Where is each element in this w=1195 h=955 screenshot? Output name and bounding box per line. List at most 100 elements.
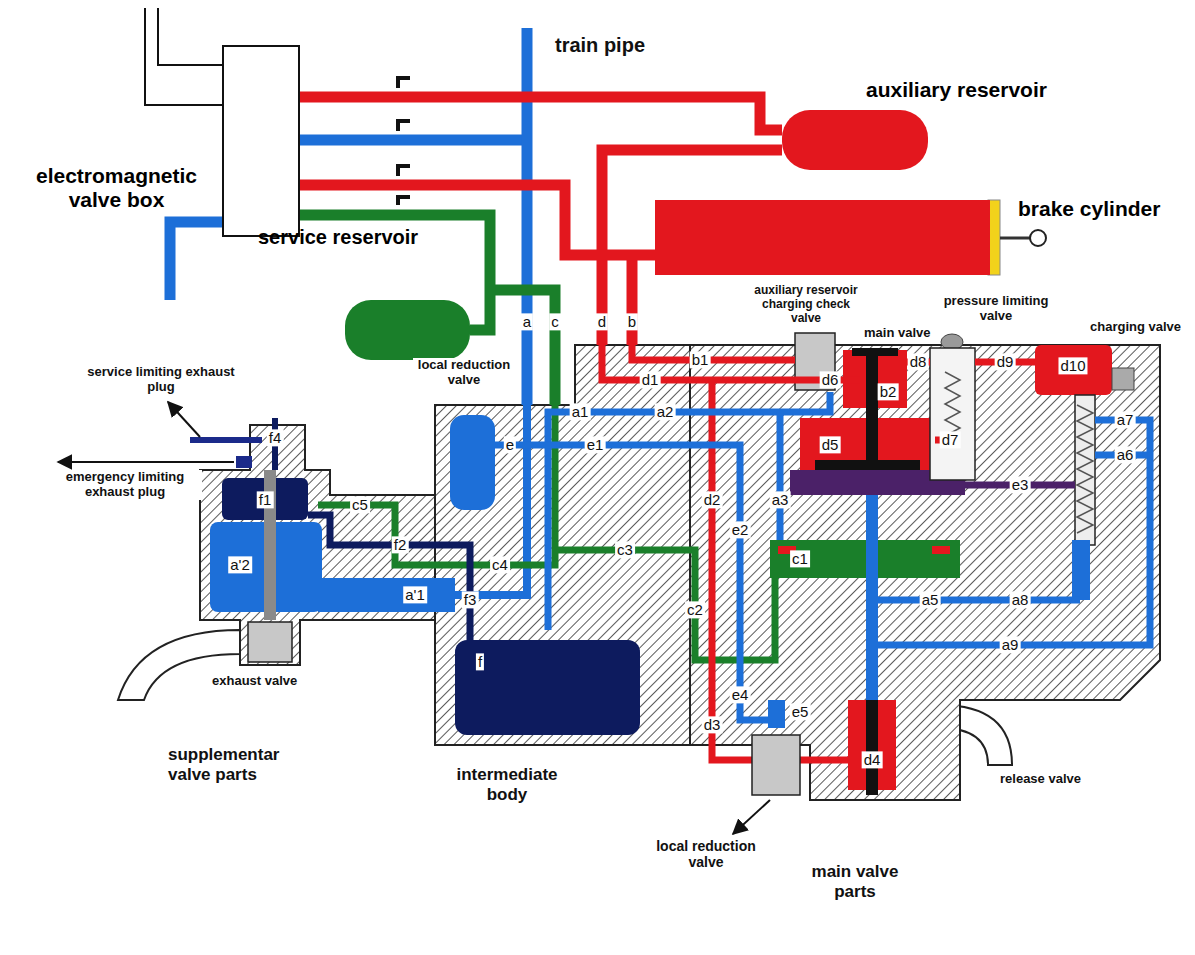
port-mark <box>398 197 410 205</box>
reservoir-pipe <box>602 345 860 380</box>
train-pipe-branch <box>300 135 527 146</box>
part-name: exhaust valve <box>212 674 297 689</box>
emergency-plug <box>236 456 252 468</box>
part-name: service limiting exhaust plug <box>80 365 242 395</box>
seal <box>932 546 950 554</box>
leader-arrow <box>58 461 234 463</box>
callout-label: c4 <box>490 556 510 573</box>
blue-channel <box>878 597 1080 604</box>
main-stem <box>866 348 878 470</box>
callout-label: a <box>521 313 533 330</box>
callout-label: e3 <box>1010 476 1031 493</box>
port-mark <box>398 166 410 176</box>
part-name: auxiliary reservoir charging check valve <box>752 284 860 325</box>
reservoir-pipe <box>602 150 782 345</box>
callout-label: d5 <box>820 436 841 453</box>
part-name: train pipe <box>555 34 645 57</box>
train-pipe-branch <box>170 222 222 300</box>
callout-label: a3 <box>770 491 791 508</box>
seal <box>778 546 796 554</box>
valve-stem <box>264 470 276 620</box>
callout-label: f <box>476 653 484 670</box>
red-channel <box>712 380 850 760</box>
callout-label: d9 <box>995 353 1016 370</box>
part-name: main valve parts <box>798 862 912 901</box>
release-stem <box>866 700 878 795</box>
blue-channel <box>777 412 784 540</box>
callout-label: a5 <box>920 591 941 608</box>
part-name: emergency limiting exhaust plug <box>48 470 202 500</box>
callout-label: f3 <box>462 591 479 608</box>
callout-label: d8 <box>908 353 929 370</box>
piston-rod <box>1000 237 1030 240</box>
red-channel <box>905 362 1035 440</box>
callout-label: e1 <box>585 436 606 453</box>
charging-button <box>1112 368 1134 390</box>
callout-label: e2 <box>730 521 751 538</box>
callout-label: f1 <box>257 491 274 508</box>
part-name: intermediate body <box>445 765 569 804</box>
callout-label: d4 <box>862 751 883 768</box>
callout-label: a9 <box>1000 636 1021 653</box>
navy-channel <box>272 418 278 470</box>
callout-label: b2 <box>878 383 899 400</box>
reduction-valve-body <box>752 735 800 795</box>
callout-label: d2 <box>702 491 723 508</box>
valve-box: electromagnetic valve box <box>222 45 300 237</box>
callout-label: a6 <box>1115 446 1136 463</box>
callout-label: c2 <box>685 601 705 618</box>
blue-channel <box>878 420 1150 645</box>
leader-arrow <box>733 800 770 834</box>
port-mark <box>398 121 410 131</box>
part-name: local reduction valve <box>413 358 515 388</box>
callout-label: a'1 <box>403 586 427 603</box>
callout-label: e5 <box>790 703 811 720</box>
callout-label: e <box>504 436 516 453</box>
callout-label: d6 <box>820 371 841 388</box>
service-pipe <box>490 290 555 405</box>
callout-label: c1 <box>790 550 810 567</box>
callout-label: e4 <box>730 686 751 703</box>
green-chamber <box>770 540 960 578</box>
callout-label: a8 <box>1010 591 1031 608</box>
control-wire <box>145 8 222 105</box>
node-heading: brake cylinder <box>1018 197 1160 221</box>
purple-channel <box>965 482 1075 489</box>
service-pipe <box>318 405 555 565</box>
callout-label: c <box>549 313 561 330</box>
limiting-valve-body <box>930 348 975 480</box>
part-name: main valve <box>864 326 931 341</box>
exhaust-spout <box>118 630 240 700</box>
callout-label: d <box>596 313 608 330</box>
exhaust-valve-body <box>248 622 292 662</box>
service-plug <box>190 437 262 443</box>
node-heading: electromagnetic valve box <box>19 164 214 212</box>
callout-label: d3 <box>702 716 723 733</box>
leader-arrow <box>168 402 200 437</box>
part-name: charging valve <box>1090 320 1181 335</box>
callout-label: a7 <box>1115 411 1136 428</box>
charging-stem <box>1075 395 1095 545</box>
spring <box>1077 405 1093 533</box>
callout-label: b <box>626 313 638 330</box>
spring <box>945 372 960 436</box>
part-name: local reduction valve <box>640 838 772 870</box>
charging-outlet <box>1072 540 1090 600</box>
callout-label: d7 <box>940 431 961 448</box>
callout-label: c3 <box>615 541 635 558</box>
train-pipe <box>522 28 533 405</box>
node-heading: service reservoir <box>258 226 418 249</box>
callout-label: d10 <box>1058 357 1087 374</box>
part-name: pressure limiting valve <box>940 294 1052 324</box>
callout-label: f2 <box>392 536 409 553</box>
brake-cylinder: brake cylinder <box>655 200 990 275</box>
piston <box>988 200 1000 275</box>
callout-label: d1 <box>640 371 661 388</box>
charging-cap <box>1035 345 1112 395</box>
blue-channel <box>495 445 768 720</box>
callout-label: a1 <box>570 403 591 420</box>
